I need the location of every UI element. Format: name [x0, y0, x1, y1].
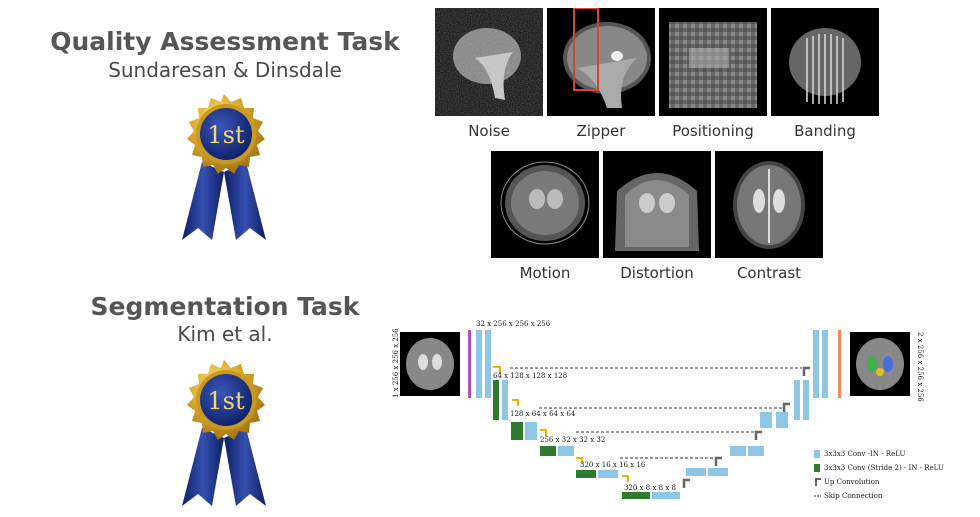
medal-rank-label: 1st [207, 387, 245, 415]
conv-block [485, 330, 491, 398]
conv-block [652, 492, 680, 499]
stride-conv-block [493, 380, 499, 420]
conv-block [822, 330, 828, 398]
level-label: 320 x 16 x 16 x 16 [580, 461, 646, 469]
level-label: 320 x 8 x 8 x 8 [624, 484, 676, 492]
conv-block [730, 446, 746, 456]
output-shape-label: 2 x 256 x 256 x 256 [916, 332, 924, 402]
legend-item-label: 3x3x3 Conv -IN - ReLU [824, 450, 905, 458]
segmentation-task-authors: Kim et al. [177, 322, 273, 346]
positioning-mri-image [659, 8, 767, 116]
downsample-arrow [493, 366, 501, 374]
stride-conv-block [540, 446, 556, 456]
banding-caption: Banding [794, 122, 856, 140]
banding-mri-image [771, 8, 879, 116]
conv-block [598, 470, 618, 478]
upconv-arrow [802, 366, 810, 376]
first-place-medal-icon: 1st [182, 94, 266, 240]
zipper-mri-image [547, 8, 655, 116]
input-shape-label: 1 x 256 x 256 x 256 [392, 328, 400, 398]
conv-block [760, 412, 772, 428]
motion-caption: Motion [519, 264, 571, 282]
segmentation-task-title: Segmentation Task [90, 292, 360, 321]
legend-item-label: Up Convolution [824, 478, 880, 486]
conv-block [776, 412, 788, 428]
conv-block [525, 422, 537, 440]
conv-block [748, 446, 764, 456]
conv-block [813, 330, 819, 398]
first-place-medal-icon: 1st [182, 360, 266, 506]
conv-block [558, 446, 574, 456]
level-label: 64 x 128 x 128 x 128 [493, 372, 567, 380]
legend-item-label: 3x3x3 Conv (Stride 2) - IN - ReLU [824, 464, 944, 472]
conv-block [502, 380, 508, 420]
contrast-caption: Contrast [736, 264, 802, 282]
medal-rank-label: 1st [207, 121, 245, 149]
conv-block [803, 380, 809, 420]
legend: 3x3x3 Conv -IN - ReLU 3x3x3 Conv (Stride… [814, 450, 944, 500]
level-label: 128 x 64 x 64 x 64 [510, 410, 576, 418]
distortion-caption: Distortion [620, 264, 694, 282]
motion-mri-image [491, 151, 599, 258]
unet-architecture-diagram: 1 x 256 x 256 x 256 2 x 256 x 256 x 256 … [392, 320, 944, 500]
contrast-mri-image [715, 151, 823, 258]
input-channel-bar [468, 330, 471, 398]
stride-conv-block [511, 422, 523, 440]
zipper-caption: Zipper [576, 122, 626, 140]
conv-block [476, 330, 482, 398]
legend-item-label: Skip Connection [824, 492, 883, 500]
conv-block [686, 468, 706, 476]
level-label: 32 x 256 x 256 x 256 [476, 320, 551, 328]
conv-block [794, 380, 800, 420]
distortion-mri-image [603, 151, 711, 258]
noise-mri-image [435, 8, 543, 116]
noise-caption: Noise [468, 122, 510, 140]
stride-conv-block [622, 492, 650, 499]
output-channel-bar [838, 330, 841, 398]
quality-task-authors: Sundaresan & Dinsdale [108, 58, 342, 82]
level-label: 256 x 32 x 32 x 32 [540, 436, 605, 444]
quality-task-title: Quality Assessment Task [50, 27, 400, 56]
stride-conv-block [576, 470, 596, 478]
conv-block [708, 468, 728, 476]
positioning-caption: Positioning [672, 122, 754, 140]
